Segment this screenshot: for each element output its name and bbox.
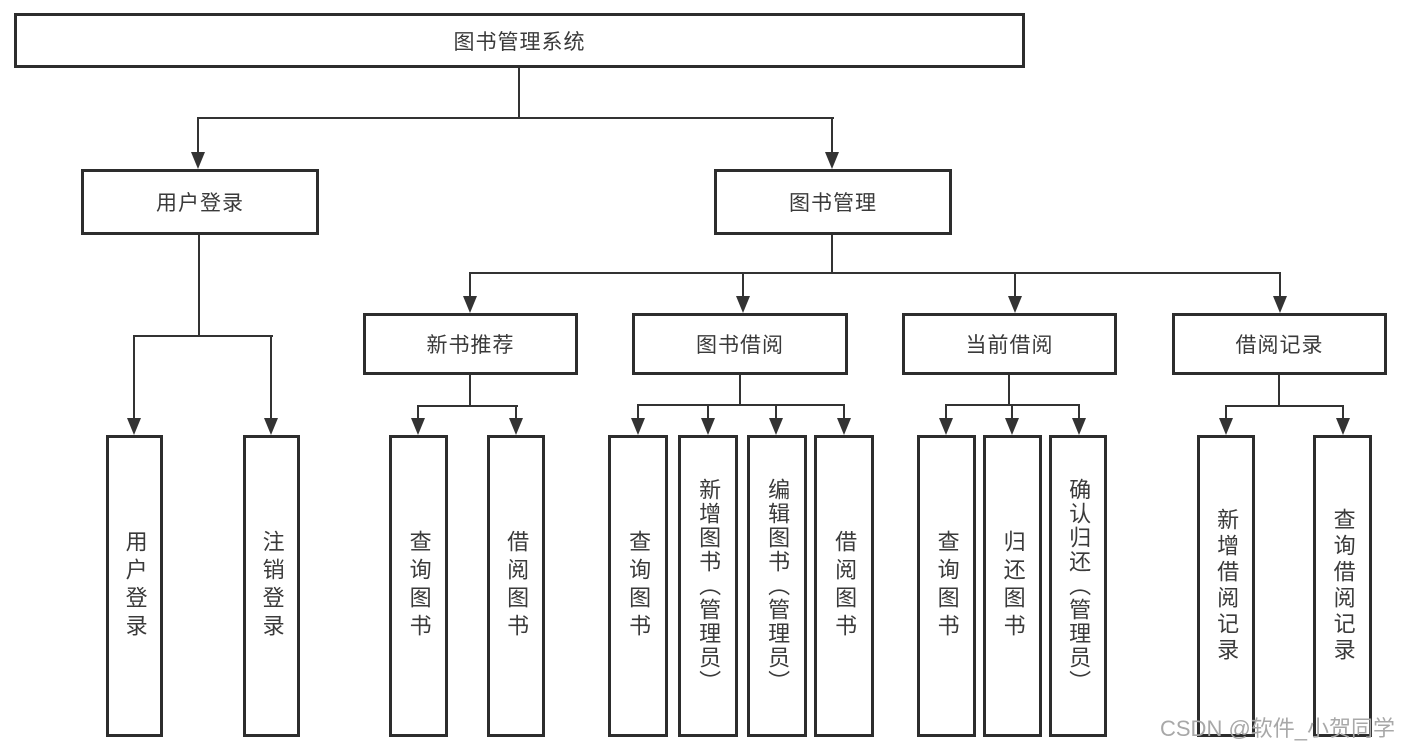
connector-line [518, 68, 520, 119]
connector-line [831, 235, 833, 274]
arrow-down-icon [509, 418, 523, 435]
node-label: 新增图书（管理员） [696, 478, 722, 694]
arrow-down-icon [939, 418, 953, 435]
node-nbr-query-books: 查询图书 [389, 435, 448, 737]
node-br-query-record: 查询借阅记录 [1313, 435, 1372, 737]
connector-line [1011, 404, 1013, 421]
arrow-down-icon [463, 296, 477, 313]
arrow-down-icon [1336, 418, 1350, 435]
connector-line [1014, 272, 1016, 298]
connector-line [739, 375, 741, 406]
node-bb-query-books: 查询图书 [608, 435, 668, 737]
node-cb-confirm-return-admin: 确认归还（管理员） [1049, 435, 1107, 737]
node-label: 借阅图书 [832, 530, 858, 642]
connector-line [270, 335, 272, 420]
connector-line [133, 335, 273, 337]
arrow-down-icon [825, 152, 839, 169]
node-label: 用户登录 [122, 530, 148, 642]
connector-line [1342, 405, 1344, 421]
node-label: 注销登录 [259, 530, 285, 642]
connector-line [417, 405, 419, 421]
connector-line [707, 404, 709, 421]
arrow-down-icon [769, 418, 783, 435]
arrow-down-icon [191, 152, 205, 169]
node-book-borrowing: 图书借阅 [632, 313, 848, 375]
node-label: 归还图书 [1000, 530, 1026, 642]
connector-line [197, 117, 834, 119]
node-login: 用户登录 [106, 435, 163, 737]
arrow-down-icon [1273, 296, 1287, 313]
connector-line [742, 272, 744, 298]
node-label: 借阅记录 [1235, 334, 1324, 357]
node-user-login: 用户登录 [81, 169, 319, 235]
connector-line [469, 272, 1281, 274]
connector-line [637, 404, 639, 421]
node-label: 查询图书 [626, 530, 652, 642]
connector-line [1278, 375, 1280, 407]
arrow-down-icon [1219, 418, 1233, 435]
connector-line [197, 117, 199, 154]
node-label: 新增借阅记录 [1214, 508, 1240, 664]
connector-line [515, 405, 517, 421]
node-label: 用户登录 [156, 192, 244, 215]
node-label: 查询图书 [406, 530, 432, 642]
node-label: 编辑图书（管理员） [765, 478, 791, 694]
node-label: 图书借阅 [696, 334, 784, 357]
node-label: 查询借阅记录 [1330, 508, 1356, 664]
node-current-borrowing: 当前借阅 [902, 313, 1117, 375]
node-book-management: 图书管理 [714, 169, 952, 235]
node-bb-add-books-admin: 新增图书（管理员） [678, 435, 738, 737]
node-cb-return-books: 归还图书 [983, 435, 1042, 737]
arrow-down-icon [264, 418, 278, 435]
connector-line [831, 117, 833, 154]
connector-line [1078, 404, 1080, 421]
arrow-down-icon [701, 418, 715, 435]
node-label: 当前借阅 [965, 334, 1054, 357]
connector-line [637, 404, 845, 406]
arrow-down-icon [837, 418, 851, 435]
connector-line [1225, 405, 1227, 421]
connector-line [775, 404, 777, 421]
connector-line [1225, 405, 1344, 407]
node-label: 新书推荐 [426, 334, 515, 357]
arrow-down-icon [1072, 418, 1086, 435]
arrow-down-icon [631, 418, 645, 435]
node-new-book-recommend: 新书推荐 [363, 313, 578, 375]
connector-line [198, 235, 200, 337]
watermark-text: CSDN @软件_小贺同学 [1160, 716, 1396, 741]
connector-line [133, 335, 135, 420]
arrow-down-icon [1005, 418, 1019, 435]
node-borrow-records: 借阅记录 [1172, 313, 1387, 375]
node-bb-borrow-books: 借阅图书 [814, 435, 874, 737]
connector-line [1279, 272, 1281, 298]
connector-line [417, 405, 518, 407]
node-label: 图书管理 [789, 192, 877, 215]
node-logout: 注销登录 [243, 435, 300, 737]
connector-line [843, 404, 845, 421]
connector-line [469, 272, 471, 298]
node-bb-edit-books-admin: 编辑图书（管理员） [747, 435, 807, 737]
connector-line [1008, 375, 1010, 406]
connector-line [945, 404, 947, 421]
node-label: 确认归还（管理员） [1066, 478, 1092, 694]
node-label: 图书管理系统 [453, 30, 586, 54]
node-label: 借阅图书 [504, 530, 530, 642]
arrow-down-icon [1008, 296, 1022, 313]
arrow-down-icon [411, 418, 425, 435]
connector-line [469, 375, 471, 407]
node-br-add-record: 新增借阅记录 [1197, 435, 1255, 737]
node-label: 查询图书 [934, 530, 960, 642]
arrow-down-icon [736, 296, 750, 313]
node-nbr-borrow-books: 借阅图书 [487, 435, 545, 737]
node-system-root: 图书管理系统 [14, 13, 1025, 68]
node-cb-query-books: 查询图书 [917, 435, 976, 737]
arrow-down-icon [127, 418, 141, 435]
